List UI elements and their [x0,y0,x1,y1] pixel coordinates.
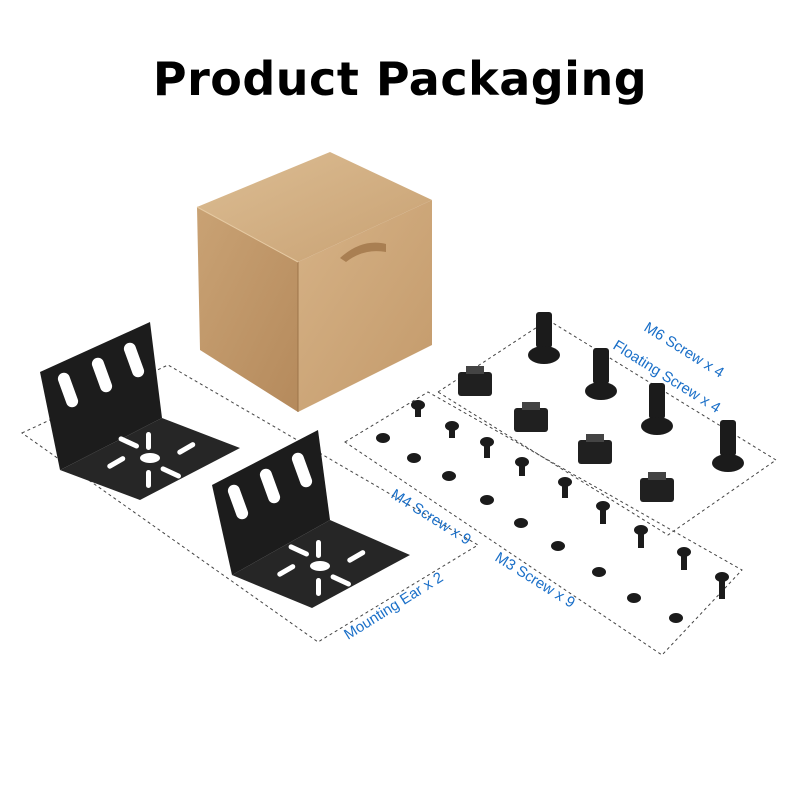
page-title: Product Packaging [152,52,648,106]
m6-screw [641,383,673,435]
m3-screw [407,453,421,463]
m3-screw [669,613,683,623]
m3-screw [592,567,606,577]
m4-screw [515,457,529,476]
m3-screw [442,471,456,481]
m4-screw [596,501,610,524]
m6-screw [528,312,560,364]
floating-screws [458,366,674,502]
region-outlines [21,319,777,656]
floating-screw [458,366,492,396]
m4-screw [677,547,691,570]
box-side-face [298,200,432,412]
m6-screws [528,312,744,472]
mounting-ear-2 [212,430,410,608]
m4-screw [411,400,425,417]
m4-screw [558,477,572,498]
mounting-ear-1 [40,322,240,500]
box-top-face [197,152,432,262]
m3-screw [627,593,641,603]
m3-screw [514,518,528,528]
label-m3-screw: M3 Screw x 9 [492,549,578,612]
box-flap-tab [340,242,386,262]
floating-screw [514,402,548,432]
floating-screw [578,434,612,464]
m4-screw [480,437,494,458]
m3-screw [551,541,565,551]
m4-screw [445,421,459,438]
m4-screws [411,400,729,599]
m3-screw [480,495,494,505]
cardboard-box [196,152,432,412]
label-m4-screw: M4 Screw x 9 [388,486,474,549]
screw-area-outline-upper [437,319,777,536]
m4-screw [715,572,729,599]
m6-screw [585,348,617,400]
floating-screw [640,472,674,502]
m3-screws [376,433,683,623]
screw-area-outline-lower [344,391,743,656]
m3-screw [376,433,390,443]
m6-screw [712,420,744,472]
m4-screw [634,525,648,548]
box-front-face [197,207,298,412]
